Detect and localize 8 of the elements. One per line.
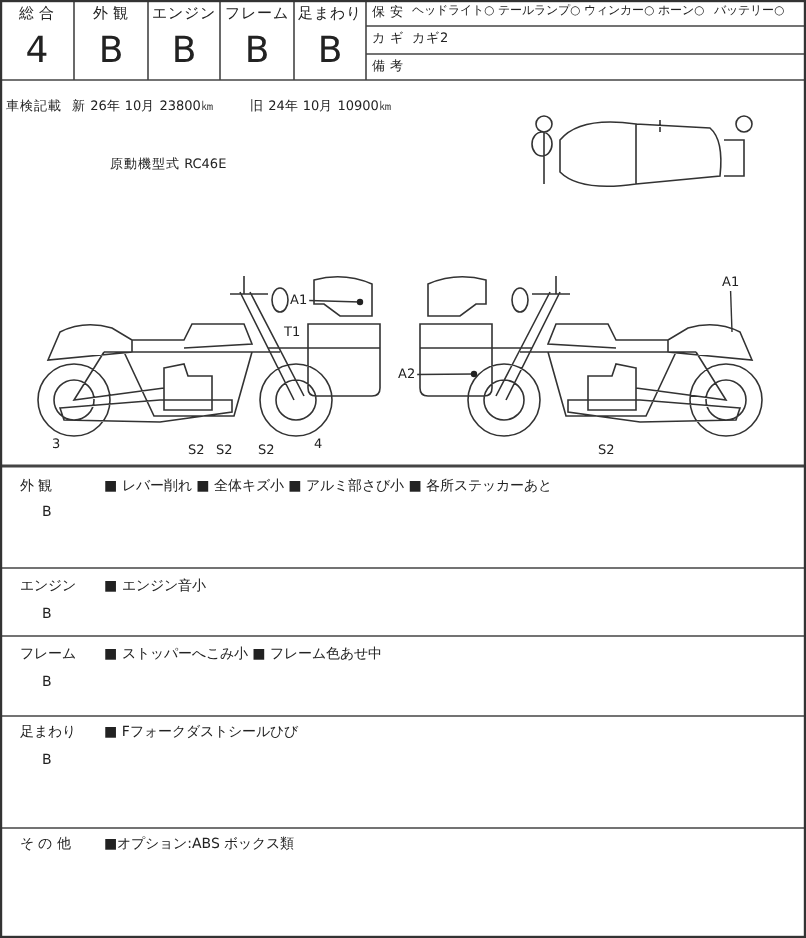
grade-value: B	[96, 34, 126, 70]
leader-line	[308, 298, 364, 306]
grade-value: 4	[23, 34, 51, 70]
leader-line	[416, 370, 478, 378]
grade-value: B	[315, 34, 345, 70]
grade-value: B	[169, 34, 199, 70]
grade-value: B	[242, 34, 272, 70]
leader-line	[729, 290, 733, 333]
